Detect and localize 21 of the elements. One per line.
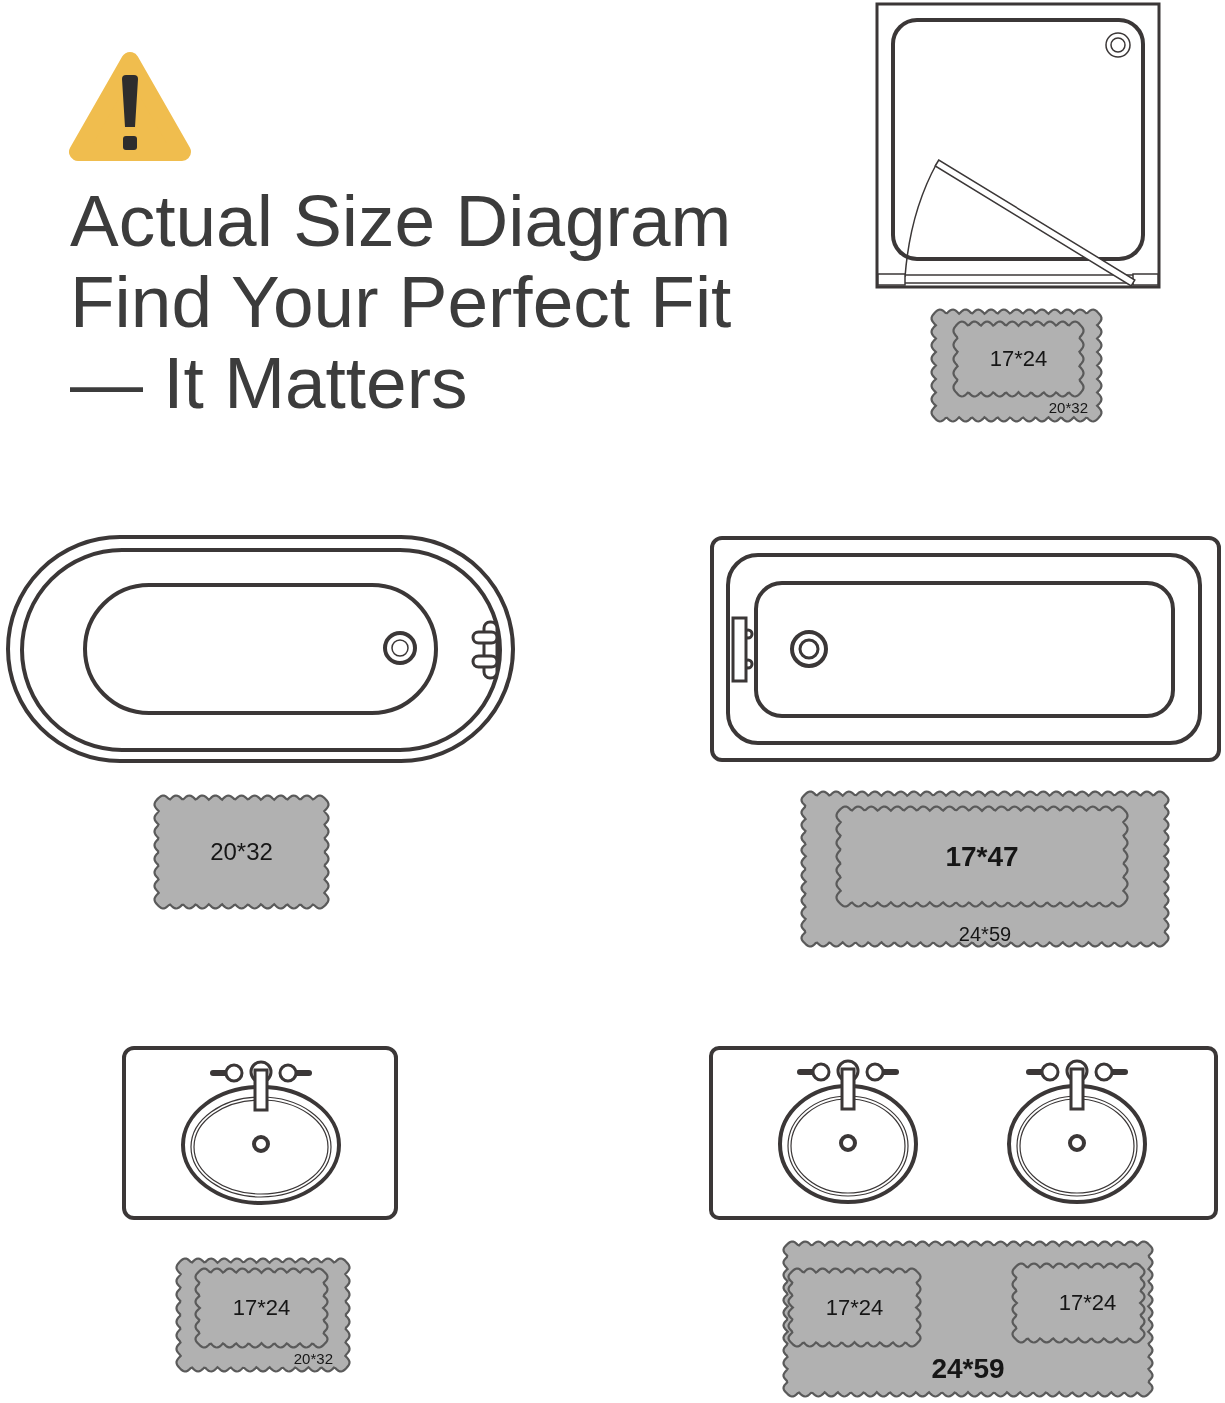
size-label: 17*24 (1058, 1292, 1117, 1314)
size-label: 17*24 (232, 1297, 291, 1319)
bath-mat (787, 1267, 922, 1348)
size-label: 24*59 (931, 1355, 1005, 1383)
bath-mat (175, 1257, 351, 1373)
bath-mat (930, 308, 1103, 423)
size-label: 24*59 (958, 924, 1012, 944)
bath-mat (782, 1240, 1154, 1398)
bath-mat (835, 805, 1129, 908)
size-label: 20*32 (1048, 399, 1088, 416)
bath-mat (1011, 1262, 1146, 1344)
title: Actual Size Diagram Find Your Perfect Fit — It Matters (70, 180, 733, 423)
bath-mat (194, 1267, 329, 1349)
bath-mat (153, 794, 330, 910)
size-label: 17*24 (989, 348, 1048, 370)
bath-mat (952, 320, 1085, 398)
bath-mat (800, 790, 1170, 948)
size-label: 20*32 (293, 1350, 333, 1367)
size-label: 20*32 (210, 840, 273, 864)
size-label: 17*24 (825, 1296, 884, 1319)
size-label: 17*47 (945, 842, 1019, 871)
